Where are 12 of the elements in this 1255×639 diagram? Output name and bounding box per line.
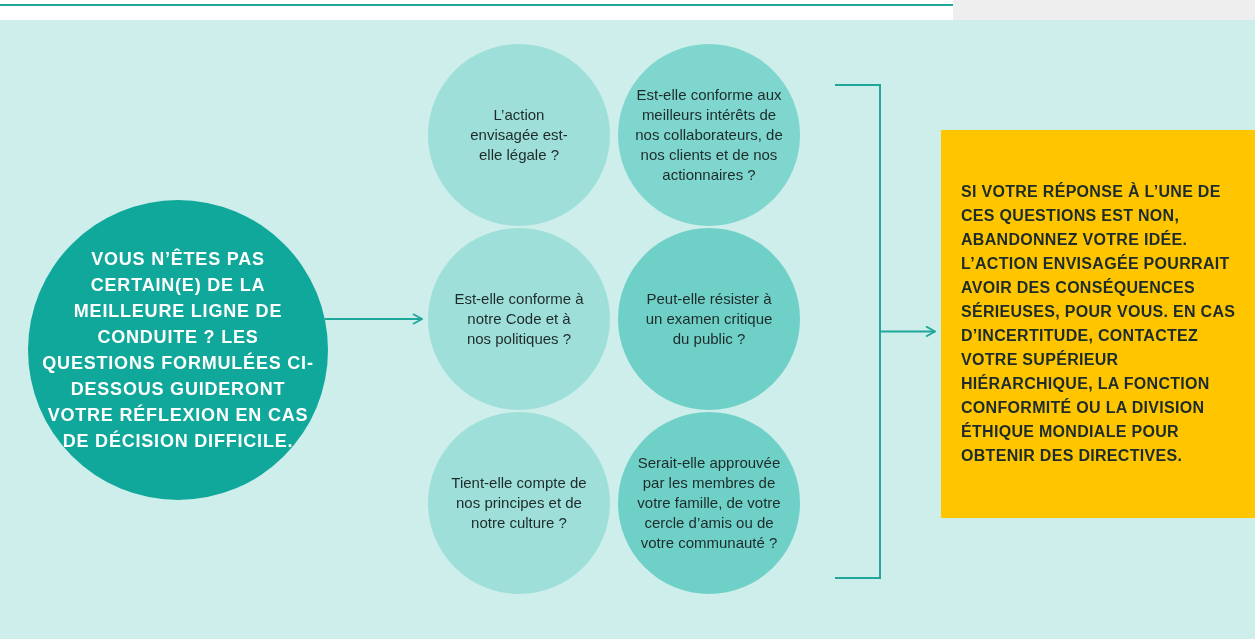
note-box	[941, 130, 1255, 518]
heading-text: VOUS N’ÊTES PAS CERTAIN(E) DE LA MEILLEURE LIGNE DE CONDUITE ? LES QUESTIONS FORMULÉES CI-DESSOUS GUIDERONT VOTRE RÉFLEXION EN CAS DE DÉCISION DIFFICILE.	[41, 247, 315, 453]
question-text: Serait-elle approuvée par les membres de votre famille, de votre cercle d’amis ou de votre communauté ?	[636, 453, 782, 553]
question-text: Est-elle conforme à notre Code et à nos politiques ?	[454, 289, 584, 349]
arrow	[880, 325, 936, 338]
question-text: Est-elle conforme aux meilleurs intérêts de nos collaborateurs, de nos clients et de nos actionnaires ?	[634, 85, 784, 185]
question-text: L’action envisagée est-elle légale ?	[469, 105, 569, 165]
question-text: Peut-elle résister à un examen critique du public ?	[644, 289, 774, 349]
arrow	[323, 313, 423, 325]
note-text: SI VOTRE RÉPONSE À L’UNE DE CES QUESTIONS EST NON, ABANDONNEZ VOTRE IDÉE. L’ACTION ENVISAGÉE POURRAIT AVOIR DES CONSÉQUENCES SÉRIEUSES, POUR VOUS. EN CAS D’INCERTITUDE, CONTACTEZ VOTRE SUPÉRIEUR HIÉRARCHIQUE, LA FONCTION CONFORMITÉ OU LA DIVISION ÉTHIQUE MONDIALE POUR OBTENIR DES DIRECTIVES.	[961, 181, 1237, 466]
bracket	[834, 84, 881, 579]
question-text: Tient-elle compte de nos principes et de notre culture ?	[450, 473, 588, 533]
